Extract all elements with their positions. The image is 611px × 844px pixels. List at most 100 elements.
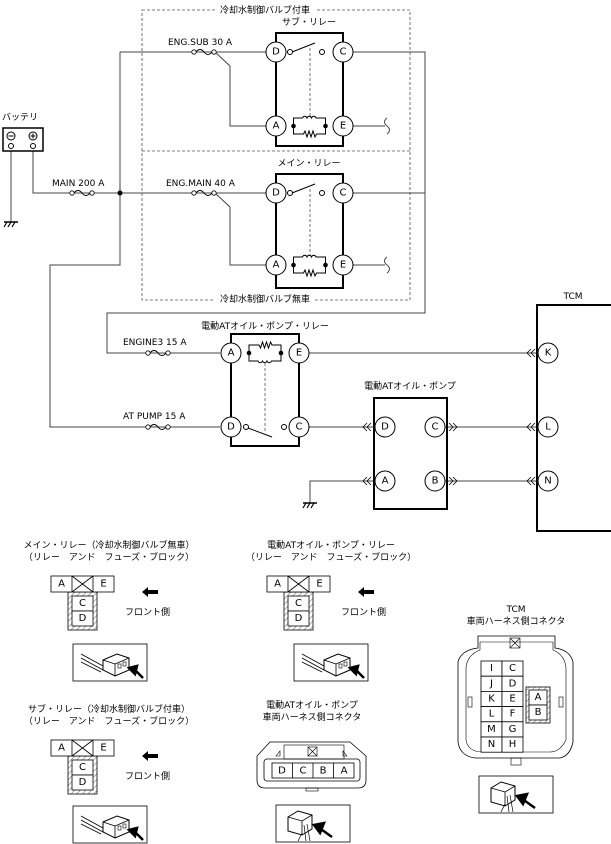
relay-coil-icon bbox=[290, 254, 329, 277]
connector-view-main-relay: メイン・リレー（冷却水制御バルブ無車） （リレー アンド フューズ・ブロック） … bbox=[23, 539, 195, 682]
eat-oil-pump: 電動ATオイル・ポンプ D C A B bbox=[302, 381, 458, 510]
fuse-label-engine3: ENGINE3 15 A bbox=[123, 338, 187, 348]
terminal-e: E bbox=[296, 348, 302, 359]
pin-cell bbox=[501, 736, 524, 753]
connector-view-eat-relay: 電動ATオイル・ポンプ・リレー （リレー アンド フューズ・ブロック） A E … bbox=[246, 540, 416, 682]
terminal-c: C bbox=[340, 47, 347, 58]
region-label-with-valve: 冷却水制御バルブ付車 bbox=[220, 4, 310, 16]
relay-coil-icon bbox=[290, 115, 329, 138]
fuse-label-eng-sub: ENG.SUB 30 A bbox=[168, 38, 233, 48]
pin-e: E bbox=[100, 743, 106, 754]
eat-oil-pump-relay: 電動ATオイル・ポンプ・リレー A E D C bbox=[201, 321, 329, 447]
connector-title: 電動ATオイル・ポンプ bbox=[266, 700, 358, 711]
pin-d: D bbox=[295, 613, 303, 624]
pin-a: A bbox=[58, 579, 65, 590]
connector-view-eat-pump: 電動ATオイル・ポンプ 車両ハーネス側コネクタ D C B A bbox=[256, 700, 367, 843]
pin-d: D bbox=[278, 766, 286, 777]
connector-view-sub-relay: サブ・リレー（冷却水制御バルブ付車） （リレー アンド フューズ・ブロック） A… bbox=[24, 703, 194, 844]
pin-e: E bbox=[509, 694, 515, 705]
relay-coil-icon bbox=[246, 341, 284, 364]
terminal-l: L bbox=[545, 422, 551, 433]
tcm: TCM K L N bbox=[526, 292, 611, 532]
eat-relay-label: 電動ATオイル・ポンプ・リレー bbox=[201, 321, 329, 332]
fuse-label-at-pump: AT PUMP 15 A bbox=[123, 412, 186, 422]
ground-icon bbox=[3, 221, 19, 228]
terminal-d: D bbox=[272, 188, 280, 199]
battery: バッテリ bbox=[2, 112, 44, 228]
terminal-a: A bbox=[273, 121, 280, 132]
connector-title: 電動ATオイル・ポンプ・リレー bbox=[267, 540, 395, 551]
pin-a: A bbox=[58, 743, 65, 754]
front-side-label: フロント側 bbox=[341, 606, 386, 618]
main-relay-label: メイン・リレー bbox=[277, 159, 340, 169]
fuse-label-eng-main: ENG.MAIN 40 A bbox=[166, 179, 236, 189]
coolant-valve-regions: 冷却水制御バルブ付車 冷却水制御バルブ無車 bbox=[141, 4, 411, 305]
pin-m: M bbox=[487, 724, 496, 735]
fuses: MAIN 200 A ENG.SUB 30 A ENG.MAIN 40 A EN… bbox=[52, 38, 236, 430]
ground-icon bbox=[302, 502, 318, 509]
tcm-label: TCM bbox=[562, 292, 582, 302]
pin-c: C bbox=[509, 663, 516, 674]
fuse-icon bbox=[145, 350, 171, 356]
pin-h: H bbox=[509, 739, 517, 750]
pin-e: E bbox=[316, 579, 322, 590]
terminal-b: B bbox=[432, 476, 439, 487]
main-relay: メイン・リレー D C A E bbox=[265, 159, 354, 289]
junction-dot bbox=[117, 190, 123, 196]
pin-j: J bbox=[489, 678, 493, 689]
eat-pump-label: 電動ATオイル・ポンプ bbox=[364, 381, 456, 392]
fuse-icon bbox=[145, 424, 171, 430]
terminal-a: A bbox=[273, 260, 280, 271]
pin-i: I bbox=[490, 663, 493, 674]
pin-g: G bbox=[509, 724, 517, 735]
pin-c: C bbox=[79, 598, 86, 609]
connector-title: メイン・リレー（冷却水制御バルブ無車） bbox=[23, 539, 194, 551]
terminal-c: C bbox=[432, 422, 439, 433]
connector-subtitle: （リレー アンド フューズ・ブロック） bbox=[246, 551, 416, 563]
pin-d: D bbox=[79, 613, 87, 624]
battery-label: バッテリ bbox=[2, 112, 38, 123]
pin-b: B bbox=[535, 707, 542, 718]
sub-relay: サブ・リレー D C A E bbox=[265, 16, 354, 147]
terminal-d: D bbox=[381, 422, 389, 433]
pin-c: C bbox=[300, 766, 307, 777]
pin-k: K bbox=[488, 694, 495, 705]
fuse-icon bbox=[191, 49, 217, 55]
front-arrow-icon bbox=[142, 587, 158, 597]
terminal-a: A bbox=[228, 348, 235, 359]
pin-d: D bbox=[509, 678, 517, 689]
pin-a: A bbox=[341, 766, 348, 777]
terminal-n: N bbox=[544, 476, 551, 487]
fuse-icon bbox=[69, 190, 95, 196]
fuse-label-main: MAIN 200 A bbox=[52, 179, 105, 189]
pin-l: L bbox=[489, 709, 495, 720]
pin-n: N bbox=[488, 739, 495, 750]
terminal-d: D bbox=[227, 422, 235, 433]
connector-subtitle: 車両ハーネス側コネクタ bbox=[467, 615, 566, 627]
terminal-d: D bbox=[272, 47, 280, 58]
terminal-e: E bbox=[340, 121, 346, 132]
front-arrow-icon bbox=[142, 751, 158, 761]
pin-e: E bbox=[100, 579, 106, 590]
fuse-icon bbox=[191, 190, 217, 196]
pin-b: B bbox=[320, 766, 327, 777]
pin-f: F bbox=[510, 709, 516, 720]
sub-relay-label: サブ・リレー bbox=[282, 16, 336, 28]
pin-c: C bbox=[295, 598, 302, 609]
connector-subtitle: （リレー アンド フューズ・ブロック） bbox=[24, 551, 194, 563]
terminal-a: A bbox=[382, 476, 389, 487]
terminal-k: K bbox=[545, 348, 552, 359]
pin-a: A bbox=[274, 579, 281, 590]
pin-c: C bbox=[79, 762, 86, 773]
region-label-without-valve: 冷却水制御バルブ無車 bbox=[220, 293, 310, 305]
pin-d: D bbox=[79, 777, 87, 788]
pin-a: A bbox=[535, 692, 542, 703]
terminal-c: C bbox=[340, 188, 347, 199]
terminal-c: C bbox=[296, 422, 303, 433]
connector-title: サブ・リレー（冷却水制御バルブ付車） bbox=[28, 703, 190, 715]
front-arrow-icon bbox=[358, 587, 374, 597]
terminal-e: E bbox=[340, 260, 346, 271]
